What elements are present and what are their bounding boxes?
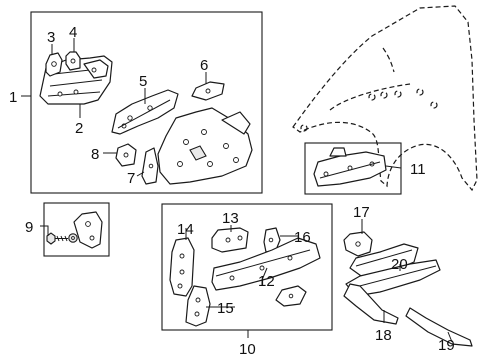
callout-14: 14 xyxy=(177,221,194,238)
callout-19: 19 xyxy=(438,337,455,354)
part-17-bracket xyxy=(343,231,373,257)
part-14-bracket xyxy=(169,237,195,297)
part-4-bracket xyxy=(65,51,81,71)
callout-3: 3 xyxy=(47,29,55,46)
callout-11: 11 xyxy=(410,161,426,178)
part-11-reinforcement xyxy=(313,147,387,187)
callout-13: 13 xyxy=(222,210,239,227)
callout-18: 18 xyxy=(375,327,392,344)
washer-icon xyxy=(68,233,78,243)
part-3-bracket xyxy=(45,52,63,77)
part-8-bracket xyxy=(115,143,137,167)
group-box-11 xyxy=(304,142,402,195)
callout-6: 6 xyxy=(200,57,208,74)
callout-10: 10 xyxy=(239,341,256,358)
callout-15: 15 xyxy=(217,300,234,317)
part-7-bracket xyxy=(141,147,159,185)
group-box-10 xyxy=(161,203,333,331)
group-box-1 xyxy=(30,11,263,194)
fender-outline xyxy=(292,5,478,192)
bolt-icon xyxy=(46,232,68,245)
callout-4: 4 xyxy=(69,24,77,41)
part-19-rocker-molding xyxy=(405,307,473,347)
callout-17: 17 xyxy=(353,204,370,221)
callout-5: 5 xyxy=(139,73,147,90)
callout-2: 2 xyxy=(75,120,83,137)
part-15-bracket xyxy=(185,285,211,327)
part-9-hinge-bracket xyxy=(73,211,103,249)
part-13-bracket xyxy=(211,227,249,253)
callout-12: 12 xyxy=(258,273,275,290)
callout-20: 20 xyxy=(391,256,408,273)
part-12-side-member xyxy=(211,237,321,291)
callout-16: 16 xyxy=(294,229,311,246)
leader-lines xyxy=(21,38,453,343)
callout-9: 9 xyxy=(25,219,33,236)
group-box-9 xyxy=(43,202,110,257)
callout-8: 8 xyxy=(91,146,99,163)
part-5-reinforcement xyxy=(111,89,179,135)
part-6-bracket xyxy=(191,81,225,101)
part-apron-panel xyxy=(157,107,253,185)
part-12b-plate xyxy=(275,285,307,307)
callout-7: 7 xyxy=(127,170,135,187)
callout-1: 1 xyxy=(9,89,17,106)
